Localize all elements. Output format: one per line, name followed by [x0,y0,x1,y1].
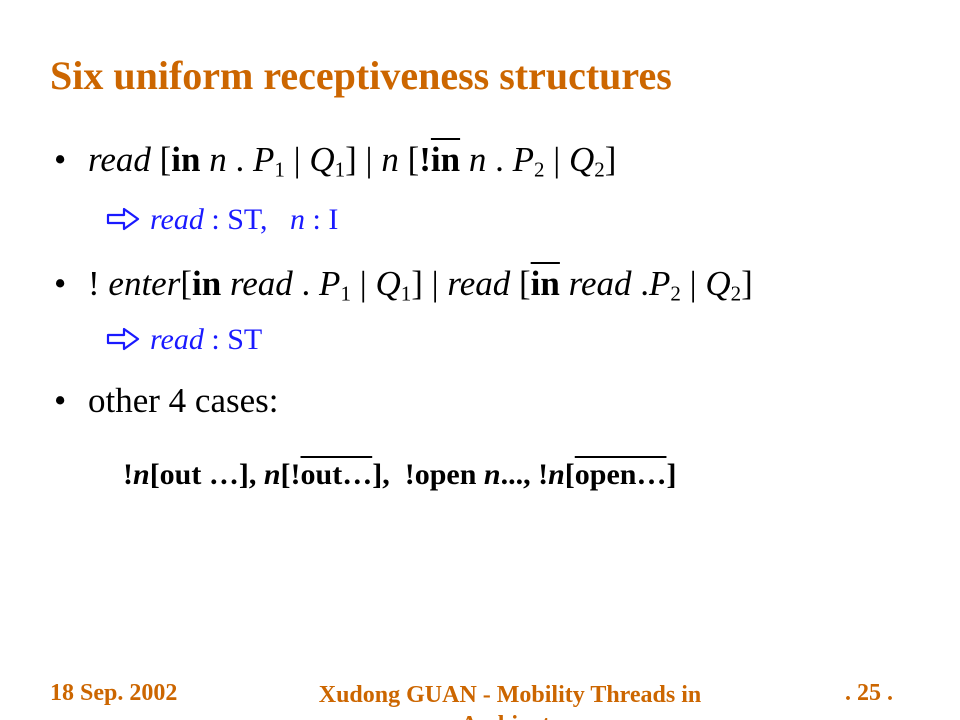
slide-title: Six uniform receptiveness structures [50,53,672,98]
bang: ! [123,458,133,491]
subscript: 1 [340,281,351,306]
bracket: [! [280,458,301,491]
term-Q: Q [375,264,401,303]
bracket: [ [398,140,420,179]
separator: ] | [411,264,448,303]
term-read: read [150,203,204,236]
type-st: : ST, [203,203,291,236]
cases-list: !n[out …], n[!out…], !open n..., !n[open… [123,458,676,492]
term-Q: Q [569,140,595,179]
bullet-text: other 4 cases: [88,381,279,420]
term-n: n [200,140,227,179]
term-P: P [319,264,341,303]
term-in: in [171,140,201,179]
bullet-1: • read [in n . P1 | Q1] | n [!in n . P2 … [54,140,617,182]
bracket: ] [741,264,753,303]
term-n: n [460,140,487,179]
bar: | [284,140,310,179]
term-read: read [221,264,293,303]
subscript: 2 [594,157,605,182]
case-3: !open [397,458,484,491]
subscript: 2 [730,281,742,306]
term-P: P [512,140,534,179]
bracket: [ [150,140,172,179]
dot: . [226,140,253,179]
term-Q: Q [705,264,731,303]
subscript: 2 [670,281,681,306]
term-enter: enter [108,264,181,303]
subscript: 1 [400,281,412,306]
case-3-end: ..., [500,458,539,491]
term-n: n [263,458,281,491]
bullet-2: • ! enter[in read . P1 | Q1] | read [in … [54,264,753,306]
footer-page-number: . 25 . [845,680,893,706]
hollow-right-arrow-icon [106,323,140,357]
separator: ] | [345,140,382,179]
term-n: n [381,140,399,179]
term-out-coaction: out… [300,458,373,491]
term-Q: Q [309,140,335,179]
term-in: in [191,264,222,303]
footer-author: Xudong GUAN - Mobility Threads in Ambien… [318,682,702,720]
type-st: : ST [203,323,263,356]
bar: | [680,264,706,303]
bracket: ] [666,458,677,491]
bullet-dot: • [54,381,67,420]
bracket: ] [604,140,617,179]
subscript: 2 [533,157,545,182]
bang: ! [538,458,549,491]
case-2-end: ], [372,458,398,491]
term-n: n [483,458,501,491]
term-read: read [150,323,204,356]
bullet-3: • other 4 cases: [54,381,279,421]
footer-date: 18 Sep. 2002 [50,680,178,706]
hollow-right-arrow-icon [106,203,140,237]
term-P: P [648,264,671,303]
term-n: n [290,203,306,236]
case-1: [out …], [149,458,264,491]
term-n: n [548,458,565,491]
dot: . [631,264,649,303]
sub-item-2: read : ST [106,323,262,357]
term-in-coaction: in [430,140,461,179]
type-i: : I [305,203,339,236]
term-n: n [133,458,150,491]
term-read: read [88,140,151,179]
dot: . [486,140,513,179]
bar: | [350,264,376,303]
bang: ! [88,264,109,303]
bracket: [ [180,264,192,303]
bullet-dot: • [54,140,67,179]
bang: ! [419,140,431,179]
subscript: 1 [334,157,346,182]
term-read: read [447,264,511,303]
bracket: [ [564,458,575,491]
subscript: 1 [274,157,285,182]
term-P: P [252,140,275,179]
term-in-coaction: in [530,264,560,303]
term-read: read [559,264,632,303]
term-open-coaction: open… [574,458,667,491]
sub-item-1: read : ST, n : I [106,203,338,237]
bracket: [ [510,264,531,303]
dot: . [292,264,320,303]
bar: | [544,140,569,179]
bullet-dot: • [54,264,67,303]
